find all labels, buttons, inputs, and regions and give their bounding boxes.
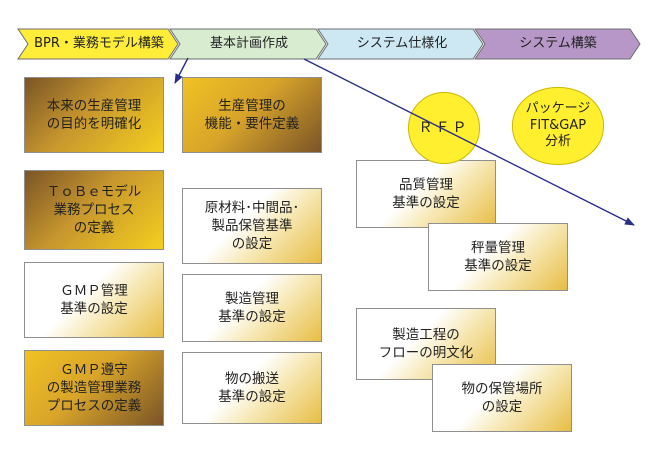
circle-rfp-text: ＲＦＰ: [418, 119, 470, 136]
box-weighing-standard-text: 秤量管理 基準の設定: [464, 239, 532, 274]
box-purpose-clarification: 本来の生産管理 の目的を明確化: [24, 77, 164, 153]
box-tobe-model-text: ＴｏＢｅモデル 業務プロセス の定義: [46, 183, 142, 237]
circle-package-fitgap: パッケージ FIT&GAP 分析: [512, 87, 604, 165]
phase-chevron-bpr: [17, 28, 179, 60]
circle-rfp: ＲＦＰ: [408, 92, 480, 164]
box-gmp-management-text: ＧＭＰ管理 基準の設定: [60, 282, 128, 317]
box-manufacturing-standard: 製造管理 基準の設定: [182, 274, 322, 342]
phase-label-system-spec: システム仕様化: [356, 36, 448, 51]
box-quality-standard: 品質管理 基準の設定: [356, 160, 496, 228]
phase-label-basic-plan: 基本計画作成: [209, 36, 288, 51]
box-weighing-standard: 秤量管理 基準の設定: [428, 223, 568, 291]
box-tobe-model: ＴｏＢｅモデル 業務プロセス の定義: [24, 170, 164, 250]
box-gmp-compliance-text: ＧＭＰ遵守 の製造管理業務 プロセスの定義: [46, 361, 142, 415]
box-storage-standard-text: 原材料･中間品･ 製品保管基準 の設定: [204, 199, 300, 253]
phase-label-bpr: BPR・業務モデル構築: [34, 36, 164, 51]
box-purpose-clarification-text: 本来の生産管理 の目的を明確化: [46, 97, 142, 132]
phase-band: BPR・業務モデル構築 基本計画作成 システム仕様化 システム構築: [0, 0, 660, 64]
box-function-requirements-text: 生産管理の 機能・要件定義: [204, 97, 300, 132]
box-storage-location: 物の保管場所 の設定: [432, 364, 572, 432]
box-storage-standard: 原材料･中間品･ 製品保管基準 の設定: [182, 188, 322, 264]
phase-chevrons: [17, 28, 641, 60]
box-gmp-management: ＧＭＰ管理 基準の設定: [24, 262, 164, 338]
box-storage-location-text: 物の保管場所 の設定: [461, 380, 543, 415]
box-manufacturing-standard-text: 製造管理 基準の設定: [218, 290, 286, 325]
box-quality-standard-text: 品質管理 基準の設定: [392, 176, 460, 211]
box-transport-standard: 物の搬送 基準の設定: [182, 352, 322, 424]
box-transport-standard-text: 物の搬送 基準の設定: [218, 370, 286, 405]
box-gmp-compliance: ＧＭＰ遵守 の製造管理業務 プロセスの定義: [24, 350, 164, 426]
circle-package-fitgap-text: パッケージ FIT&GAP 分析: [525, 100, 591, 150]
box-process-flow-text: 製造工程の フローの明文化: [378, 326, 474, 361]
phase-label-system-build: システム構築: [519, 36, 597, 51]
box-function-requirements: 生産管理の 機能・要件定義: [182, 77, 322, 153]
